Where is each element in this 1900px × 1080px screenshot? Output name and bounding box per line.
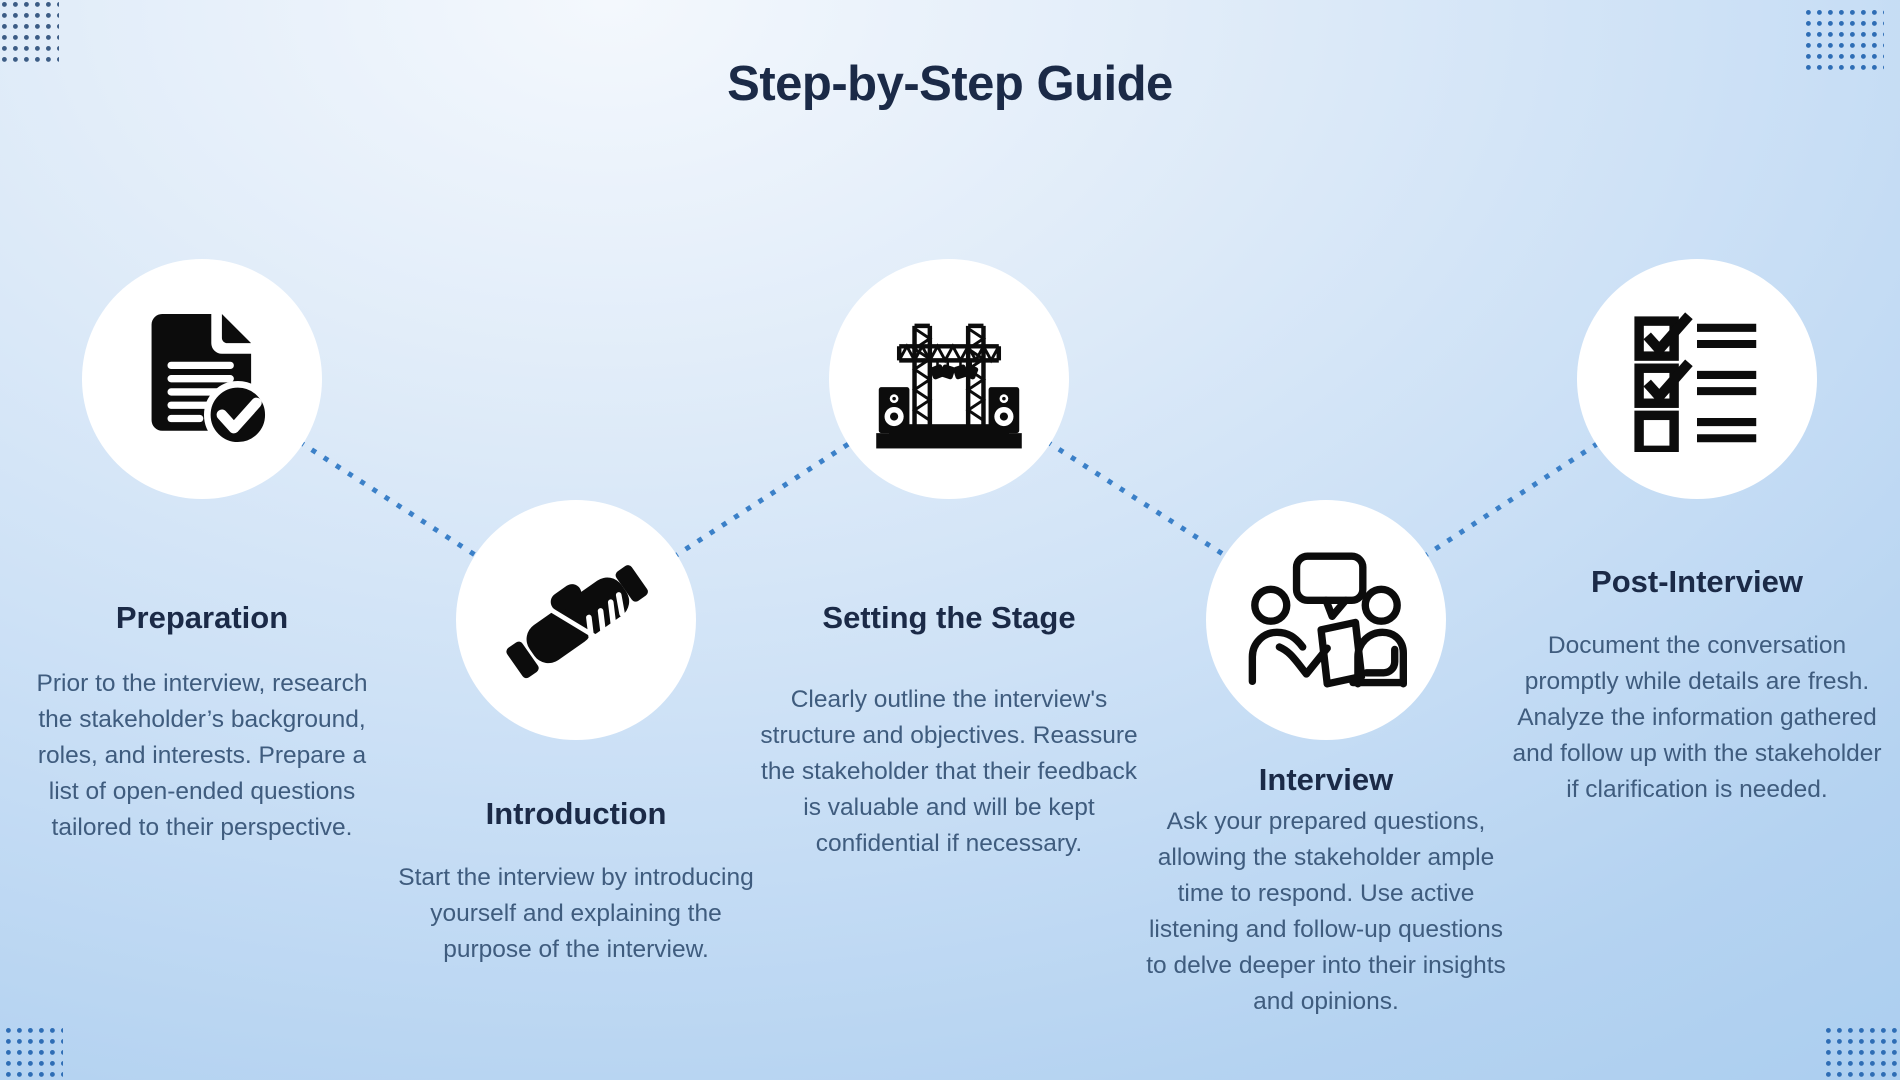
step-description: Start the interview by introducing yours… — [398, 864, 754, 963]
step-description: Prior to the interview, research the sta… — [36, 670, 368, 841]
document-check-icon — [151, 313, 272, 449]
step-icon-circle — [82, 259, 322, 499]
handshake-icon — [506, 565, 648, 679]
page-title: Step-by-Step Guide — [727, 57, 1173, 111]
dot-grid-bottom-right — [1826, 1028, 1900, 1080]
conversation-icon — [1248, 552, 1407, 688]
step-description: Ask your prepared questions, allowing th… — [1146, 808, 1506, 1015]
checklist-icon — [1634, 312, 1757, 452]
dot-grid-bottom-left — [6, 1028, 63, 1080]
step-title: Setting the Stage — [822, 600, 1076, 635]
dot-grid-top-left — [2, 2, 59, 68]
step-title: Preparation — [115, 600, 289, 635]
step-icon-circle — [1577, 259, 1817, 499]
dot-grid-top-right — [1806, 10, 1884, 70]
step-title: Post-Interview — [1591, 564, 1803, 599]
stage-truss-icon — [876, 323, 1022, 448]
step-icon-circle — [829, 259, 1069, 499]
step-icon-circle — [456, 500, 696, 740]
step-title: Interview — [1258, 762, 1394, 797]
step-icon-circle — [1206, 500, 1446, 740]
step-title: Introduction — [485, 796, 667, 831]
step-description: Clearly outline the interview's structur… — [760, 686, 1138, 857]
step-description: Document the conversation promptly while… — [1512, 632, 1882, 803]
